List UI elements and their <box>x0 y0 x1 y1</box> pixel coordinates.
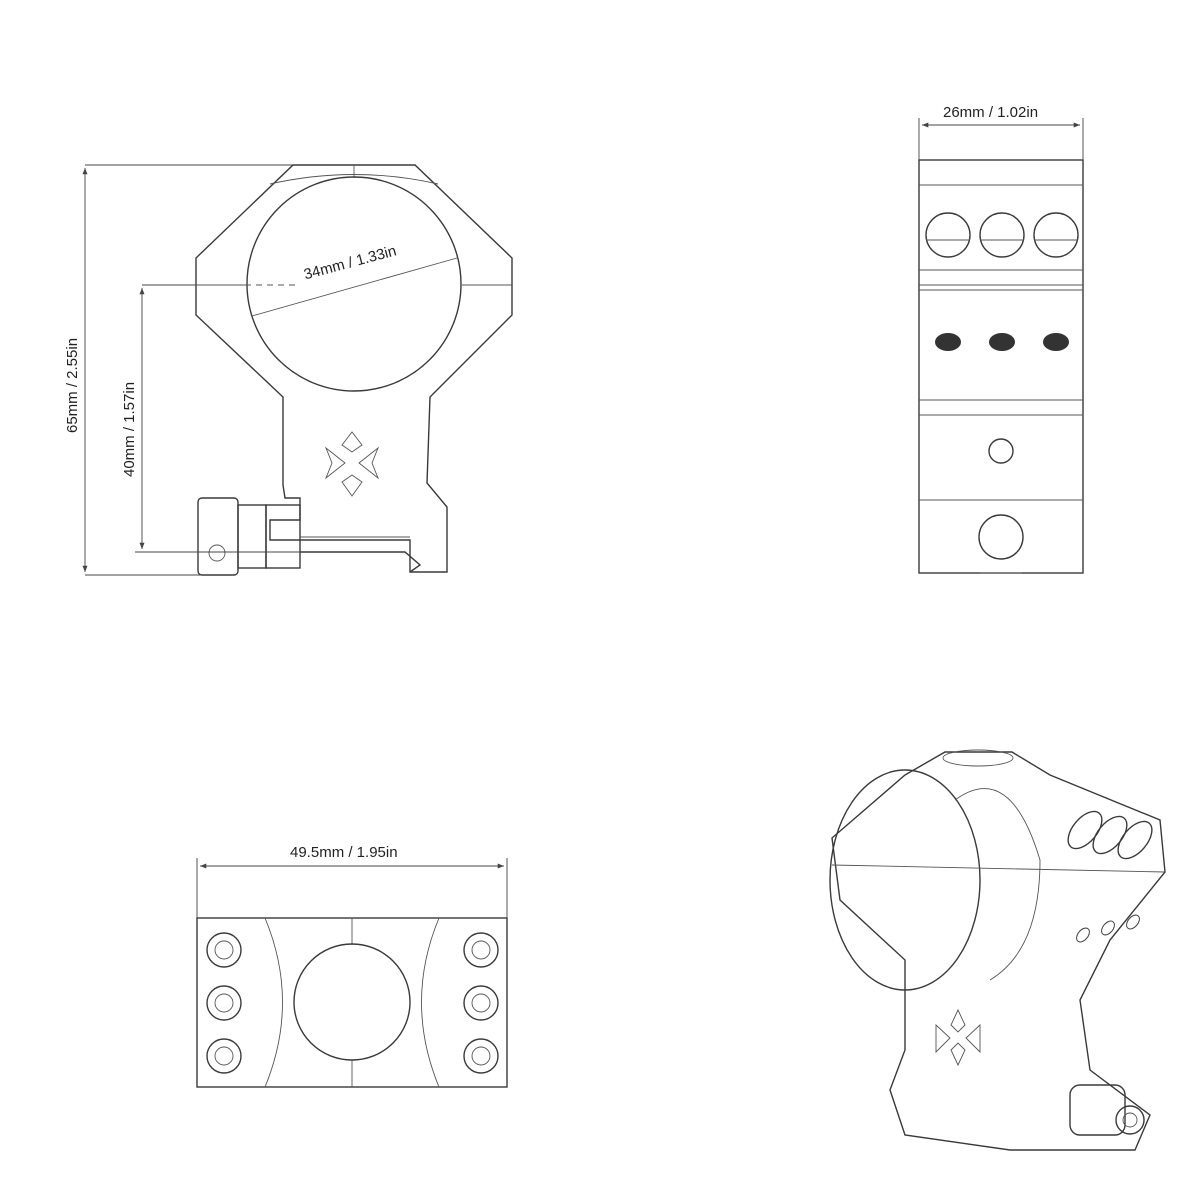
isometric-view <box>829 749 1166 1151</box>
bottom-view <box>196 858 508 1088</box>
base-length-label: 49.5mm / 1.95in <box>290 844 398 861</box>
front-view <box>82 164 513 576</box>
total-height-label: 65mm / 2.55in <box>64 337 81 433</box>
ring-width-label: 26mm / 1.02in <box>943 104 1039 121</box>
tube-bore <box>246 176 462 392</box>
center-height-label: 40mm / 1.57in <box>121 381 138 477</box>
logo-icon <box>324 431 380 497</box>
iso-logo-icon <box>935 1008 981 1067</box>
iso-clamp-nut <box>1069 1084 1126 1136</box>
clamp-nut <box>197 497 239 576</box>
side-view <box>918 118 1084 574</box>
